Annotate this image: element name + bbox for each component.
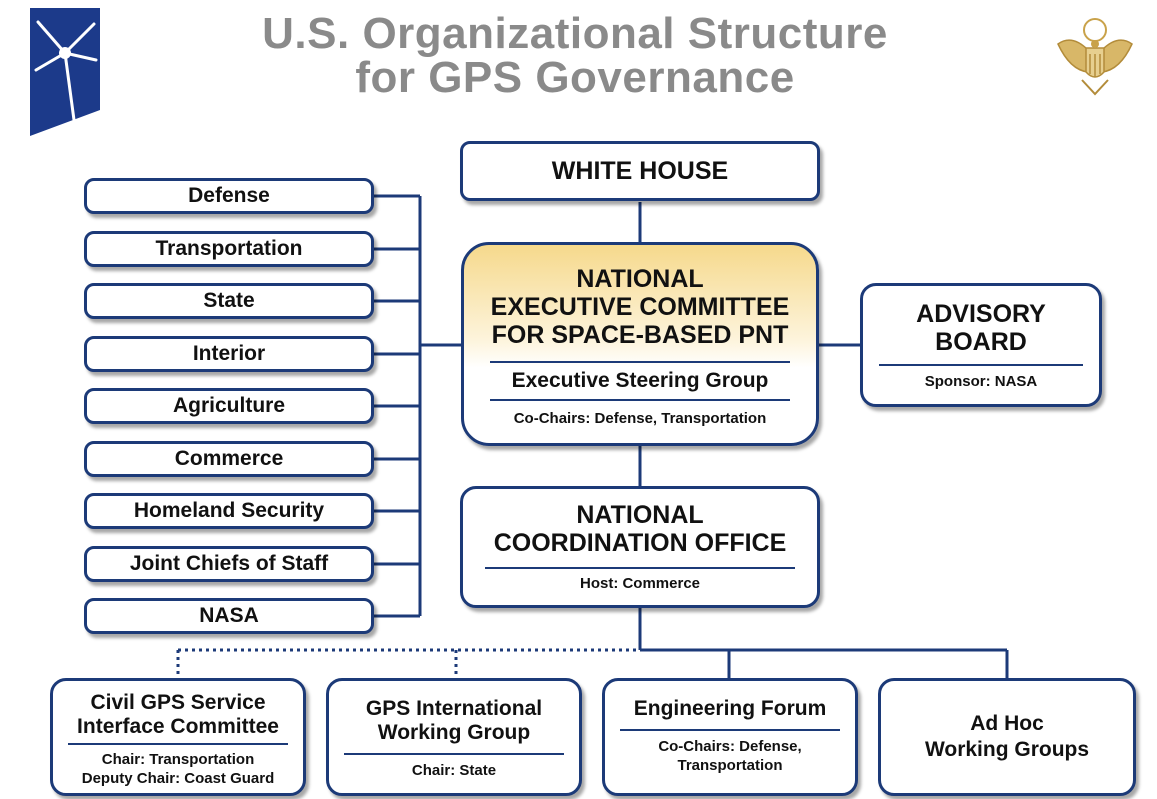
- advisory-title-line-2: BOARD: [935, 328, 1027, 356]
- engineering-forum-box: Engineering Forum Co-Chairs: Defense, Tr…: [602, 678, 858, 796]
- coordination-office-box: NATIONAL COORDINATION OFFICE Host: Comme…: [460, 486, 820, 608]
- advisory-board-box: ADVISORY BOARD Sponsor: NASA: [860, 283, 1102, 407]
- ad-hoc-title-line-1: Ad Hoc: [970, 712, 1044, 735]
- compass-star-logo-icon: [30, 8, 100, 136]
- advisory-divider: [879, 364, 1083, 366]
- agency-nasa-box: NASA: [84, 598, 374, 634]
- civil-gps-divider: [68, 743, 288, 745]
- engineering-forum-cochairs-line-1: Co-Chairs: Defense,: [658, 738, 802, 755]
- civil-gps-chair: Chair: Transportation: [101, 751, 255, 768]
- eagle-seal-icon: [1057, 18, 1133, 96]
- agency-homeland-security-box: Homeland Security: [84, 493, 374, 529]
- excom-cochairs: Co-Chairs: Defense, Transportation: [513, 410, 767, 427]
- engineering-forum-cochairs-line-2: Transportation: [677, 757, 783, 774]
- agency-agriculture-box: Agriculture: [84, 388, 374, 424]
- ad-hoc-working-groups-box: Ad Hoc Working Groups: [878, 678, 1136, 796]
- title-line-2: for GPS Governance: [355, 53, 795, 102]
- engineering-forum-divider: [620, 729, 840, 731]
- gps-international-title-line-1: GPS International: [365, 697, 543, 720]
- excom-title-line-3: FOR SPACE-BASED PNT: [491, 321, 789, 349]
- gps-international-divider: [344, 753, 564, 755]
- nco-host: Host: Commerce: [579, 575, 701, 592]
- excom-title-line-2: EXECUTIVE COMMITTEE: [490, 293, 790, 321]
- agency-label: Commerce: [174, 447, 284, 470]
- agency-defense-box: Defense: [84, 178, 374, 214]
- nco-divider: [485, 567, 795, 569]
- nco-title-line-2: COORDINATION OFFICE: [493, 529, 787, 557]
- agency-label: Interior: [192, 342, 266, 365]
- agency-label: Agriculture: [172, 394, 285, 417]
- title-line-1: U.S. Organizational Structure: [262, 9, 888, 58]
- civil-gps-title-line-2: Interface Committee: [77, 715, 279, 738]
- agency-state-box: State: [84, 283, 374, 319]
- excom-steering-group: Executive Steering Group: [511, 369, 769, 392]
- agency-label: Homeland Security: [133, 499, 325, 522]
- page-title: U.S. Organizational Structure for GPS Go…: [200, 12, 950, 100]
- civil-gps-title-line-1: Civil GPS Service: [90, 691, 266, 714]
- advisory-sponsor: Sponsor: NASA: [924, 373, 1038, 390]
- agency-transportation-box: Transportation: [84, 231, 374, 267]
- agency-commerce-box: Commerce: [84, 441, 374, 477]
- agency-label: State: [203, 289, 255, 312]
- civil-gps-deputy-chair: Deputy Chair: Coast Guard: [81, 770, 275, 787]
- excom-divider-2: [490, 399, 790, 401]
- ad-hoc-title-line-2: Working Groups: [924, 738, 1090, 761]
- gps-international-title-line-2: Working Group: [377, 721, 531, 744]
- agency-label: Joint Chiefs of Staff: [129, 552, 329, 575]
- gps-international-working-group-box: GPS International Working Group Chair: S…: [326, 678, 582, 796]
- white-house-label: WHITE HOUSE: [551, 157, 729, 185]
- agency-label: NASA: [199, 604, 259, 627]
- excom-divider-1: [490, 361, 790, 363]
- gps-international-chair: Chair: State: [411, 762, 497, 779]
- nco-title-line-1: NATIONAL: [576, 501, 704, 529]
- civil-gps-committee-box: Civil GPS Service Interface Committee Ch…: [50, 678, 306, 796]
- agency-label: Defense: [188, 184, 270, 207]
- agency-label: Transportation: [155, 237, 303, 260]
- excom-box: NATIONAL EXECUTIVE COMMITTEE FOR SPACE-B…: [461, 242, 819, 446]
- excom-title-line-1: NATIONAL: [576, 265, 704, 293]
- engineering-forum-title: Engineering Forum: [633, 697, 827, 720]
- advisory-title-line-1: ADVISORY: [916, 300, 1046, 328]
- agency-joint-chiefs-box: Joint Chiefs of Staff: [84, 546, 374, 582]
- white-house-box: WHITE HOUSE: [460, 141, 820, 201]
- agency-interior-box: Interior: [84, 336, 374, 372]
